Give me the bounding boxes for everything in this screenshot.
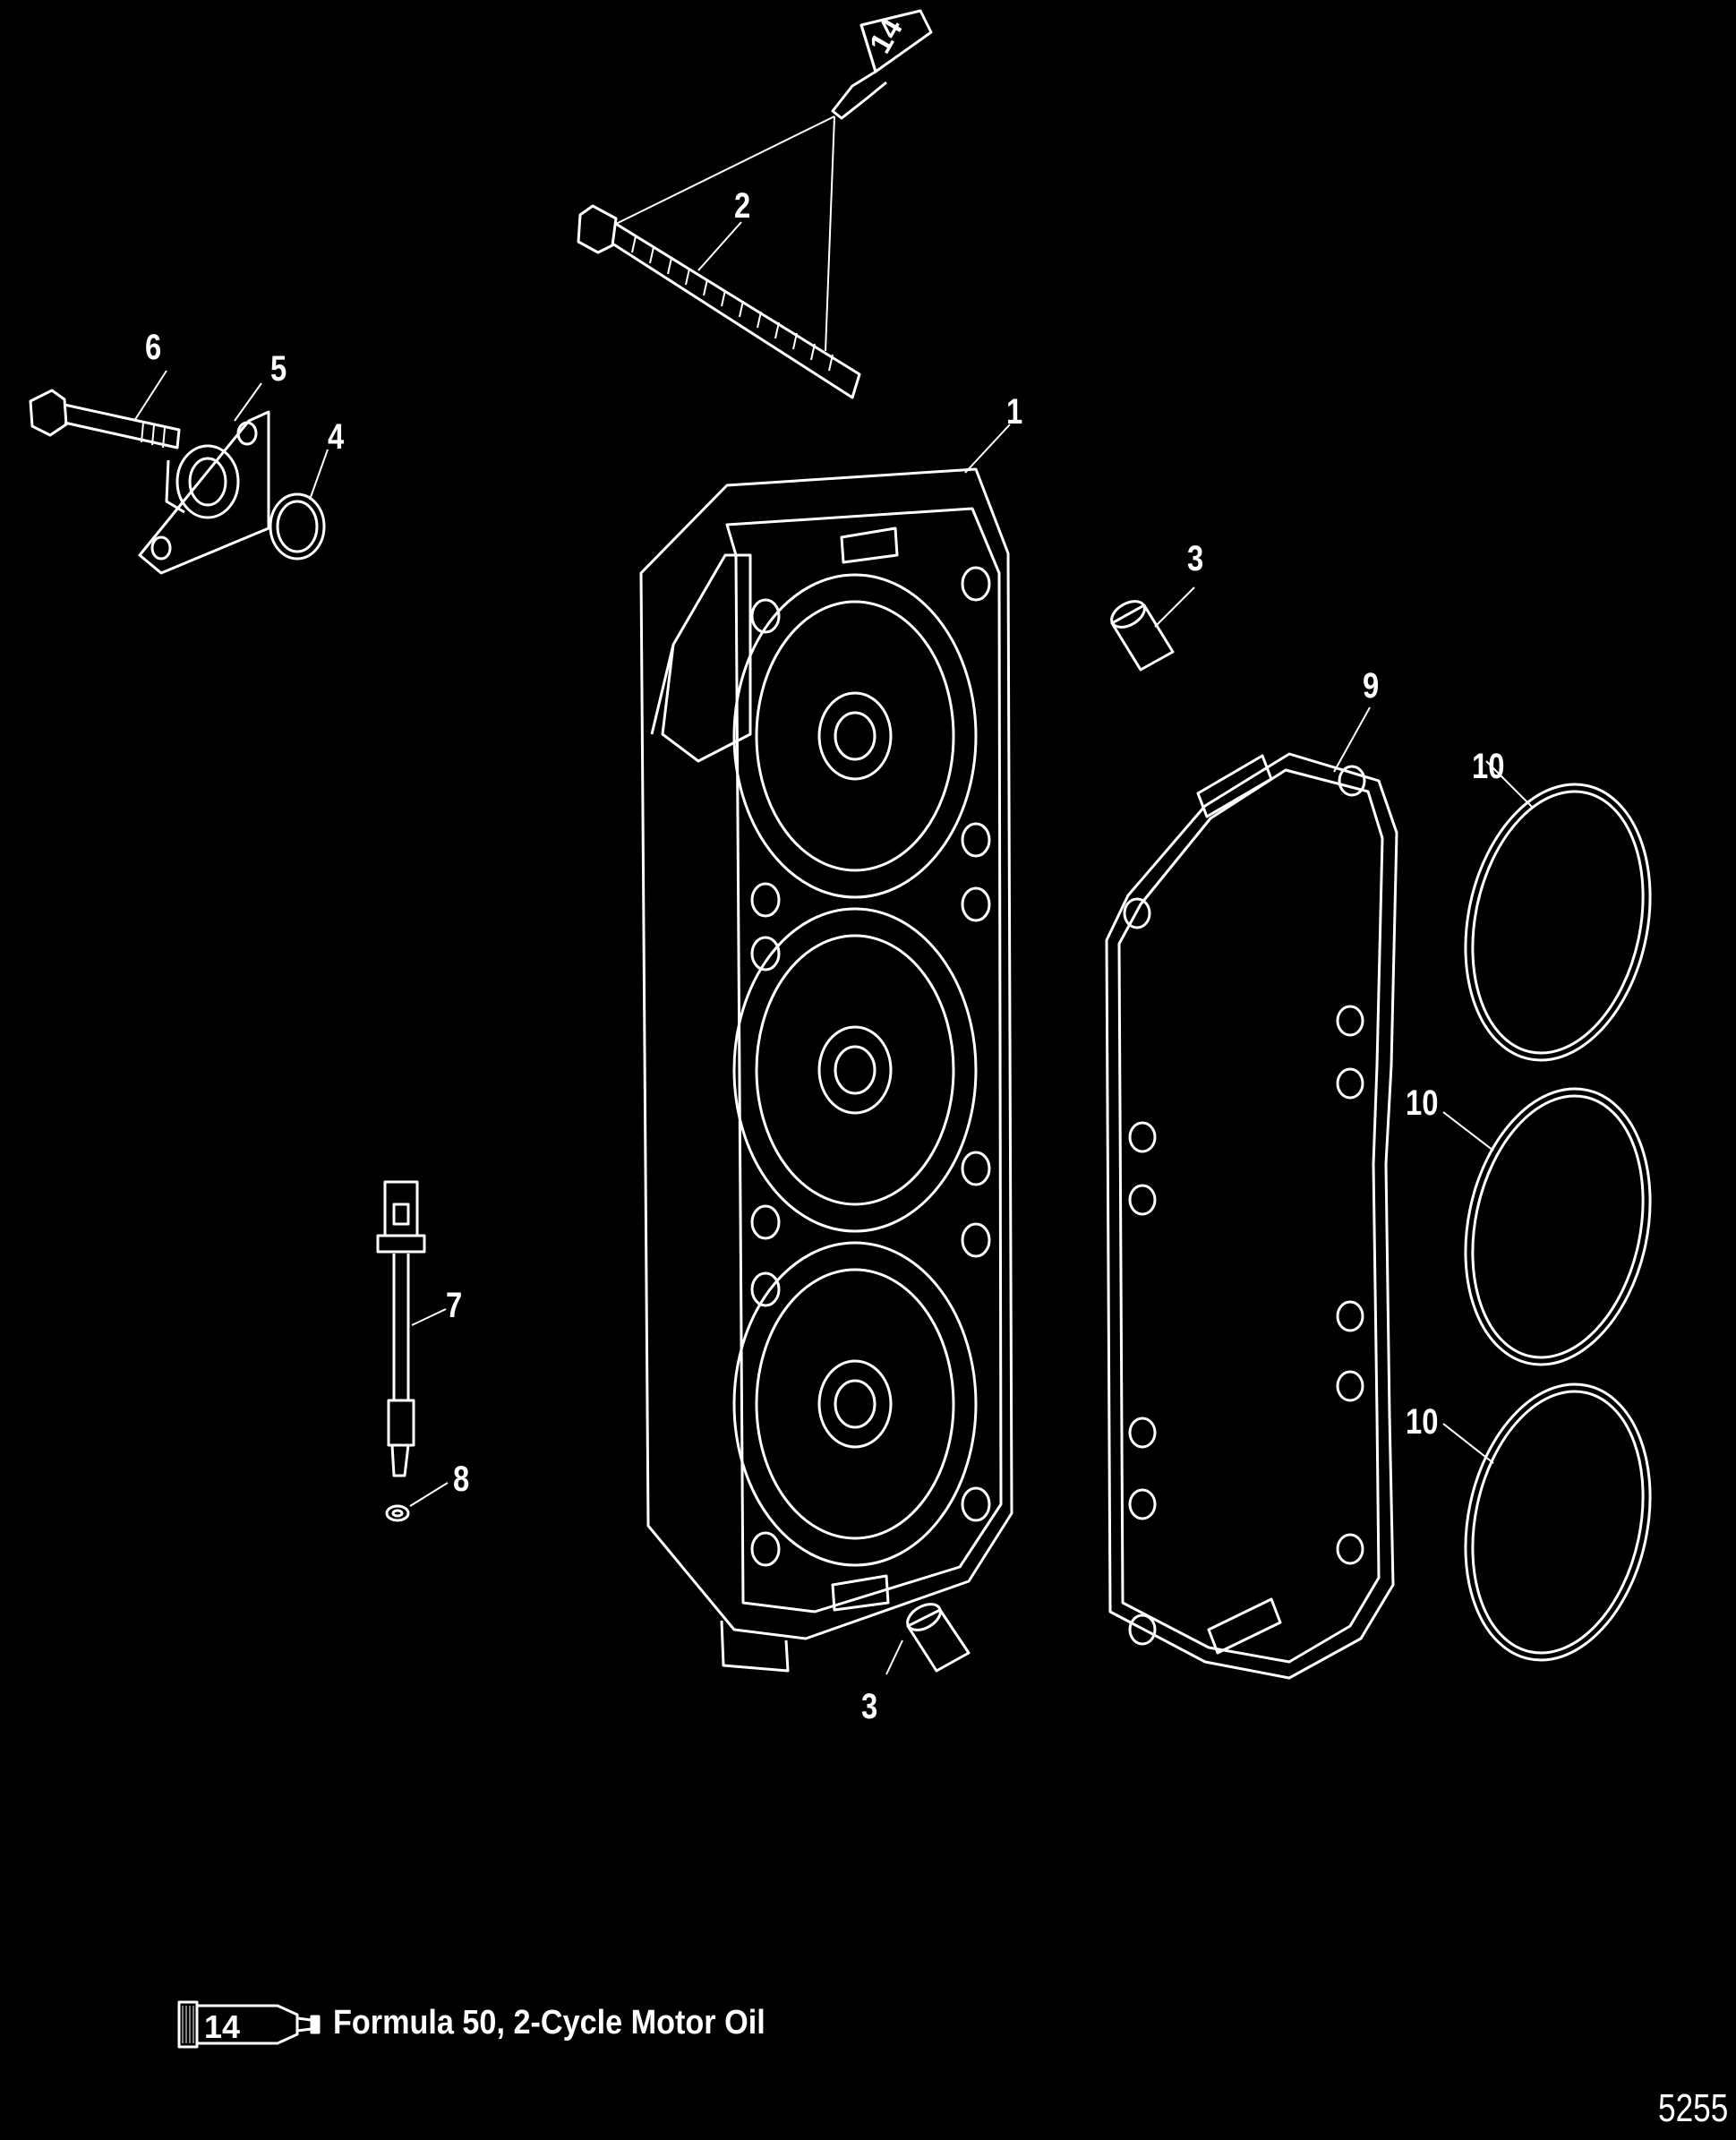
callout-9: 9 — [1363, 666, 1380, 706]
lubricant-tube-icon: 14 — [831, 9, 933, 120]
callout-3-upper: 3 — [1187, 539, 1204, 578]
large-o-ring-part-middle — [1464, 1087, 1652, 1366]
callout-6: 6 — [145, 328, 162, 367]
dowel-pin-part-upper — [1110, 600, 1175, 672]
callout-4: 4 — [328, 417, 345, 457]
small-o-ring-part — [269, 492, 326, 561]
large-o-ring-part-top — [1464, 783, 1652, 1062]
callout-leader-lines — [133, 221, 1534, 1675]
callout-5: 5 — [270, 349, 287, 389]
sealing-washer-part — [385, 1504, 410, 1522]
callout-8: 8 — [453, 1459, 470, 1499]
long-bolt-part — [577, 204, 861, 399]
legend-text: Formula 50, 2-Cycle Motor Oil — [333, 2004, 765, 2042]
flange-bolt-part — [29, 389, 181, 449]
callout-3-lower: 3 — [861, 1687, 878, 1726]
dowel-pin-part-lower — [906, 1603, 971, 1673]
callout-2: 2 — [734, 186, 751, 226]
cylinder-head-part — [639, 467, 1013, 1673]
callout-10-top: 10 — [1472, 747, 1505, 786]
callout-10-bottom: 10 — [1406, 1402, 1439, 1442]
callout-1: 1 — [1006, 392, 1023, 432]
figure-id: 5255 — [1658, 2086, 1729, 2130]
flange-part — [138, 410, 270, 575]
callout-10-middle: 10 — [1406, 1083, 1439, 1123]
svg-text:14: 14 — [204, 2008, 240, 2045]
head-gasket-part — [1105, 752, 1398, 1680]
legend-tube-icon: 14 — [177, 2000, 321, 2049]
large-o-ring-part-bottom — [1464, 1382, 1652, 1662]
temperature-sensor-part — [376, 1180, 426, 1477]
callout-7: 7 — [446, 1286, 463, 1325]
lubricant-application-lines — [615, 116, 835, 352]
